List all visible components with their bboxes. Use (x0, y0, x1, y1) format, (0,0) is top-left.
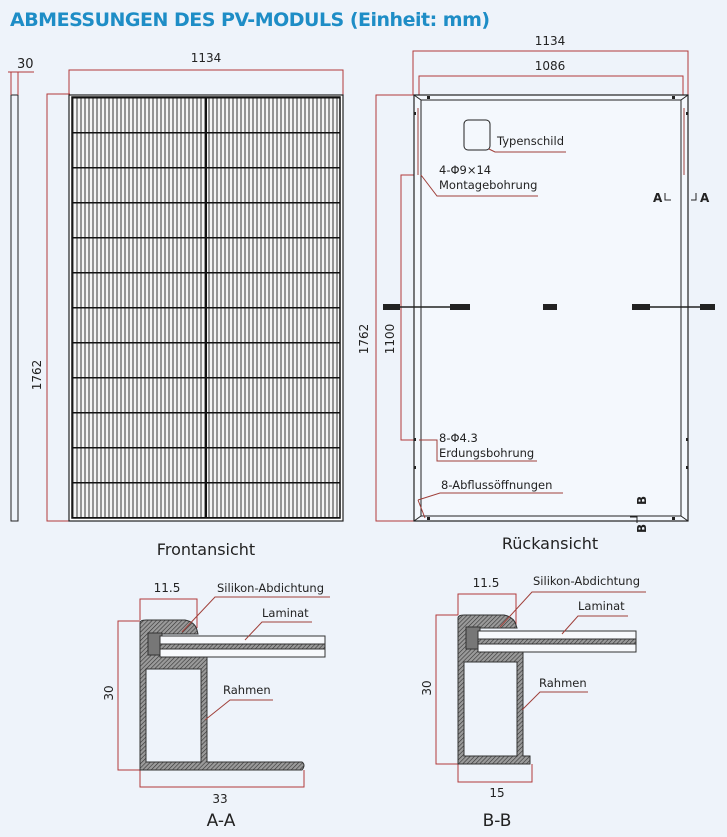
section-aa: 11.5 30 33 Silikon-Abdichtung Laminat Ra… (102, 581, 330, 831)
thickness-dimension: 30 (17, 57, 34, 72)
back-height-dimension: 1762 (357, 324, 371, 355)
back-inner-width-dimension: 1086 (535, 59, 566, 73)
back-view: 1134 1086 1762 1100 Typenschild 4-Φ9×14 … (357, 34, 715, 553)
typeplate-outline (463, 119, 491, 151)
front-caption: Frontansicht (157, 540, 255, 559)
bb-caption: B-B (483, 811, 512, 831)
section-b-marker-top: B (635, 496, 649, 505)
junction-cables (383, 304, 715, 310)
mount-hole-spec: 4-Φ9×14 (439, 163, 491, 177)
bb-laminate-label: Laminat (578, 599, 625, 613)
bb-lip-dimension: 11.5 (473, 576, 500, 590)
bb-frame-label: Rahmen (539, 676, 587, 690)
aa-frame-label: Rahmen (223, 683, 271, 697)
section-a-marker-right: A (700, 191, 710, 205)
aa-laminate (159, 643, 326, 650)
page-title: ABMESSUNGEN DES PV-MODULS (Einheit: mm) (10, 9, 490, 31)
aa-caption: A-A (207, 811, 236, 831)
bb-height-dimension: 30 (420, 680, 434, 695)
bb-sealant-label: Silikon-Abdichtung (533, 574, 640, 588)
aa-height-dimension: 30 (102, 685, 116, 700)
drain-holes-label: 8-Abflussöffnungen (441, 478, 552, 492)
front-view: 1134 1762 Frontansicht (30, 51, 344, 559)
mount-hole-label: Montagebohrung (439, 178, 537, 192)
aa-laminate-label: Laminat (262, 606, 309, 620)
aa-width-dimension: 33 (212, 792, 227, 806)
section-bb: 11.5 30 15 Silikon-Abdichtung Laminat Ra… (420, 574, 646, 831)
typeplate-label: Typenschild (496, 134, 564, 148)
front-height-dimension: 1762 (30, 360, 44, 391)
bb-width-dimension: 15 (489, 786, 504, 800)
back-caption: Rückansicht (502, 534, 598, 553)
ground-hole-spec: 8-Φ4.3 (439, 431, 478, 445)
side-view: 30 (8, 57, 34, 522)
aa-lip-dimension: 11.5 (154, 581, 181, 595)
aa-sealant-label: Silikon-Abdichtung (217, 581, 324, 595)
ground-hole-label: Erdungsbohrung (439, 446, 534, 460)
bb-laminate (477, 638, 637, 645)
back-outer-width-dimension: 1134 (535, 34, 566, 48)
front-width-dimension: 1134 (191, 51, 222, 65)
hole-spacing-dimension: 1100 (383, 324, 397, 355)
section-a-marker-left: A (653, 191, 663, 205)
section-b-marker-bottom: B (635, 524, 649, 533)
